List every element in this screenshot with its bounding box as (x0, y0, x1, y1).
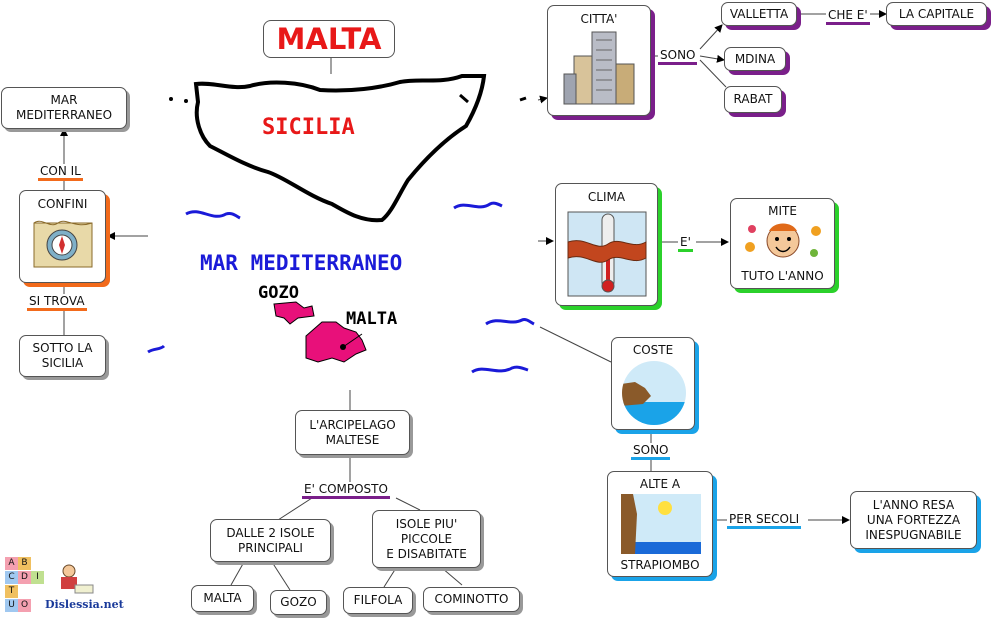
logo-block: T (5, 585, 18, 598)
dislessia-logo[interactable]: A B C D I T U O Dislessia.net (5, 557, 135, 615)
link-si-trova: SI TROVA (27, 294, 87, 311)
gozo-island (273, 301, 315, 325)
logo-blocks: A B C D I T U O (5, 557, 45, 612)
mite-label: MITE (768, 204, 797, 218)
node-la-capitale[interactable]: LA CAPITALE (886, 2, 987, 26)
wave (453, 201, 503, 210)
happy-face-icon (745, 223, 821, 258)
node-mdina[interactable]: MDINA (724, 47, 786, 71)
wave (147, 344, 166, 354)
tuto-lanno-label: TUTO L'ANNO (741, 269, 824, 283)
sicily-outline (193, 74, 487, 223)
link-e-composto: E' COMPOSTO (302, 482, 390, 499)
link-con-il: CON IL (38, 164, 83, 181)
node-malta[interactable]: MALTA (191, 585, 254, 612)
link-sono-coste: SONO (631, 443, 671, 460)
node-cominotto[interactable]: COMINOTTO (423, 587, 520, 612)
logo-block: U (5, 599, 18, 612)
label-sea: MAR MEDITERRANEO (200, 251, 403, 275)
node-clima[interactable]: CLIMA (555, 183, 658, 306)
malta-island (305, 321, 367, 363)
thermometer-scarf-icon (567, 211, 647, 297)
child-reading-icon (61, 564, 94, 594)
clima-label: CLIMA (587, 190, 626, 204)
title-node[interactable]: MALTA (263, 20, 395, 58)
wave (485, 318, 535, 326)
node-alte-a[interactable]: ALTE A STRAPIOMBO (607, 471, 713, 577)
node-coste[interactable]: COSTE (611, 337, 695, 430)
compass-map-icon (33, 220, 93, 268)
city-buildings-icon (563, 31, 635, 105)
label-gozo: GOZO (258, 283, 299, 303)
alte-a-label: ALTE A (639, 477, 681, 491)
link-e-clima: E' (678, 235, 693, 252)
node-filfola[interactable]: FILFOLA (343, 587, 413, 614)
node-dalle-2-isole[interactable]: DALLE 2 ISOLE PRINCIPALI (210, 519, 331, 562)
logo-block: C (5, 571, 18, 584)
node-arcipelago[interactable]: L'ARCIPELAGO MALTESE (295, 410, 410, 455)
node-citta[interactable]: CITTA' (547, 5, 651, 116)
node-mar-mediterraneo[interactable]: MAR MEDITERRANEO (1, 87, 127, 129)
wave (185, 210, 241, 220)
node-mite[interactable]: MITE TUTO L'ANNO (730, 198, 835, 289)
node-confini[interactable]: CONFINI (19, 190, 106, 283)
node-sotto-la-sicilia[interactable]: SOTTO LA SICILIA (19, 335, 106, 377)
logo-block: D (18, 571, 31, 584)
citta-label: CITTA' (580, 12, 618, 26)
wave (471, 365, 529, 374)
logo-text: Dislessia.net (45, 598, 124, 611)
logo-block: I (31, 571, 44, 584)
coast-icon (622, 361, 686, 425)
label-sicilia: SICILIA (262, 115, 355, 140)
node-rabat[interactable]: RABAT (724, 86, 782, 113)
link-che-e: CHE E' (826, 8, 870, 25)
link-per-secoli: PER SECOLI (727, 512, 802, 529)
node-valletta[interactable]: VALLETTA (721, 2, 797, 26)
link-sono-citta: SONO (658, 48, 698, 65)
node-gozo[interactable]: GOZO (270, 590, 327, 615)
page-title: MALTA (276, 22, 382, 56)
logo-block: B (18, 557, 31, 570)
coste-label: COSTE (632, 343, 674, 357)
node-fortezza[interactable]: L'ANNO RESA UNA FORTEZZA INESPUGNABILE (850, 491, 977, 549)
label-malta: MALTA (346, 309, 398, 329)
logo-block: A (5, 557, 18, 570)
cliff-icon (621, 494, 701, 554)
strapiombo-label: STRAPIOMBO (620, 558, 700, 572)
confini-label: CONFINI (37, 197, 88, 211)
node-isole-piccole[interactable]: ISOLE PIU' PICCOLE E DISABITATE (372, 510, 481, 568)
logo-block: O (18, 599, 31, 612)
